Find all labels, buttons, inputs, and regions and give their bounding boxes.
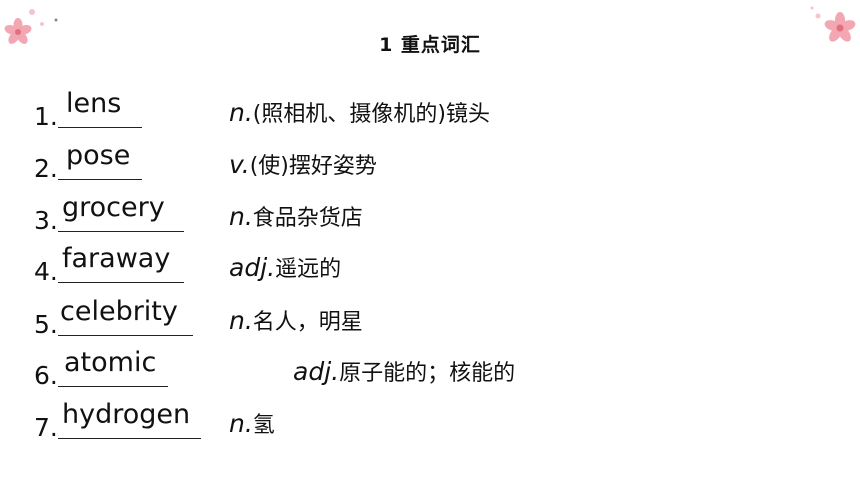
answer-blank: grocery: [58, 193, 184, 232]
answer-blank: celebrity: [58, 297, 193, 336]
meaning: 氢: [252, 413, 275, 438]
part-of-speech: adj.: [229, 253, 276, 282]
part-of-speech: n.: [229, 202, 253, 231]
flower-icon: [4, 18, 32, 44]
answer-text: faraway: [62, 243, 171, 274]
meaning: 食品杂货店: [252, 206, 363, 231]
answer-blank: atomic: [58, 348, 168, 387]
answer-text: lens: [66, 88, 122, 119]
vocab-item-6: 6. atomic adj.原子能的；核能的: [0, 347, 860, 391]
flower-decoration-left: [4, 9, 58, 44]
meaning: (使)摆好姿势: [249, 154, 377, 179]
item-number: 3.: [34, 206, 58, 235]
answer-text: grocery: [62, 192, 165, 223]
definition: n.(照相机、摄像机的)镜头: [229, 99, 490, 129]
meaning: 原子能的；核能的: [339, 361, 516, 386]
definition: adj.遥远的: [229, 254, 341, 284]
vocab-item-2: 2. pose v.(使)摆好姿势: [0, 140, 860, 184]
vocab-item-7: 7. hydrogen n.氢: [0, 399, 860, 443]
vocab-item-1: 1. lens n.(照相机、摄像机的)镜头: [0, 88, 860, 132]
item-number: 5.: [34, 310, 58, 339]
item-number: 2.: [34, 154, 58, 183]
answer-text: hydrogen: [62, 399, 191, 430]
vocab-item-4: 4. faraway adj.遥远的: [0, 243, 860, 287]
part-of-speech: n.: [229, 409, 253, 438]
part-of-speech: n.: [229, 306, 253, 335]
flower-decoration-right: [810, 6, 856, 42]
meaning: 名人，明星: [252, 310, 363, 335]
answer-blank: pose: [58, 141, 142, 180]
answer-text: pose: [66, 140, 131, 171]
part-of-speech: adj.: [293, 357, 340, 386]
vocab-item-3: 3. grocery n.食品杂货店: [0, 192, 860, 236]
item-number: 4.: [34, 257, 58, 286]
answer-blank: faraway: [58, 244, 184, 283]
definition: n.氢: [229, 410, 275, 440]
answer-text: atomic: [64, 347, 157, 378]
definition: n.名人，明星: [229, 307, 363, 337]
definition: adj.原子能的；核能的: [293, 358, 515, 388]
definition: n.食品杂货店: [229, 203, 363, 233]
flower-icon: [824, 12, 856, 42]
vocab-item-5: 5. celebrity n.名人，明星: [0, 296, 860, 340]
meaning: 遥远的: [275, 257, 342, 282]
item-number: 6.: [34, 361, 58, 390]
answer-text: celebrity: [60, 296, 178, 327]
part-of-speech: v.: [229, 150, 250, 179]
item-number: 1.: [34, 102, 58, 131]
item-number: 7.: [34, 413, 58, 442]
definition: v.(使)摆好姿势: [229, 151, 377, 181]
answer-blank: hydrogen: [58, 400, 201, 439]
page-title: 1 重点词汇: [379, 34, 481, 56]
answer-blank: lens: [58, 89, 142, 128]
part-of-speech: n.: [229, 98, 253, 127]
meaning: (照相机、摄像机的)镜头: [252, 102, 490, 127]
